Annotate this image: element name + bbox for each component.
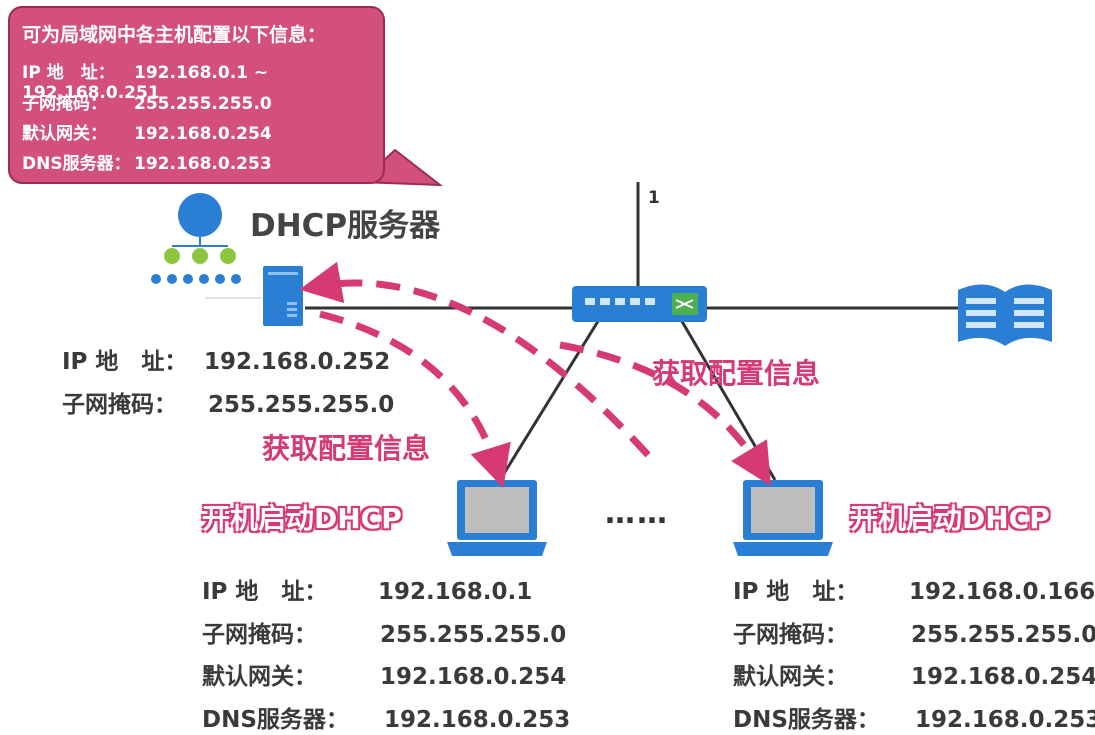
callout-value: 255.255.255.0 <box>134 94 272 114</box>
flow-label-left: 获取配置信息 <box>262 432 431 465</box>
host1-info-row: IP 地 址： 192.168.0.1 <box>202 572 532 606</box>
host2-info-row: DNS服务器： 192.168.0.253 <box>733 700 1095 734</box>
server-ip-value: 192.168.0.252 <box>204 349 391 375</box>
host1-key: 子网掩码： <box>202 622 317 648</box>
host1-boot-label: 开机启动DHCP <box>202 502 402 535</box>
callout-row-gateway: 默认网关： 192.168.0.254 <box>22 119 272 144</box>
server-tower-icon <box>263 266 303 326</box>
link-switch-host1 <box>498 317 602 481</box>
callout-key: IP 地 址： <box>22 63 115 83</box>
laptop-icon-host2 <box>733 480 833 556</box>
host1-info-row: 默认网关： 192.168.0.254 <box>202 657 566 691</box>
host2-value: 192.168.0.166 <box>909 579 1095 605</box>
host2-info-row: IP 地 址： 192.168.0.166 <box>733 572 1095 606</box>
host1-value: 192.168.0.1 <box>378 579 533 605</box>
flow-label-right: 获取配置信息 <box>652 357 821 390</box>
host2-key: DNS服务器： <box>733 707 880 733</box>
more-hosts-ellipsis: …… <box>605 496 669 531</box>
host1-key: IP 地 址： <box>202 579 328 605</box>
server-org-icon <box>151 193 241 284</box>
host2-value: 255.255.255.0 <box>911 622 1095 648</box>
callout-row-ip: IP 地 址：192.168.0.1 ~ 192.168.0.251 <box>22 58 383 103</box>
server-ip-row: IP 地 址： 192.168.0.252 <box>62 342 390 376</box>
host2-value: 192.168.0.253 <box>915 707 1095 733</box>
config-callout: 可为局域网中各主机配置以下信息： IP 地 址：192.168.0.1 ~ 19… <box>8 6 385 184</box>
host2-boot-label: 开机启动DHCP <box>850 502 1050 535</box>
callout-key: 子网掩码： <box>22 94 107 114</box>
callout-value: 192.168.0.254 <box>134 124 272 144</box>
server-mask-value: 255.255.255.0 <box>208 392 395 418</box>
callout-key: 默认网关： <box>22 124 107 144</box>
callout-heading: 可为局域网中各主机配置以下信息： <box>22 24 327 46</box>
host1-value: 192.168.0.254 <box>380 664 567 690</box>
server-title: DHCP服务器 <box>250 208 441 244</box>
callout-row-dns: DNS服务器：192.168.0.253 <box>22 149 272 174</box>
host2-value: 192.168.0.254 <box>911 664 1095 690</box>
host2-info-row: 子网掩码： 255.255.255.0 <box>733 615 1095 649</box>
callout-value: 192.168.0.1 ~ 192.168.0.251 <box>22 63 269 103</box>
host2-info-row: 默认网关： 192.168.0.254 <box>733 657 1095 691</box>
host2-key: 子网掩码： <box>733 622 848 648</box>
host1-value: 192.168.0.253 <box>384 707 571 733</box>
laptop-icon-host1 <box>447 480 547 556</box>
link-switch-host2 <box>678 317 777 481</box>
flow-arrow-server-to-host1 <box>319 310 511 489</box>
host2-key: 默认网关： <box>733 664 848 690</box>
flow-arrow-server-to-host2 <box>559 341 771 486</box>
host1-value: 255.255.255.0 <box>380 622 567 648</box>
switch-icon <box>572 286 707 322</box>
host1-info-row: DNS服务器： 192.168.0.253 <box>202 700 570 734</box>
callout-row-mask: 子网掩码： 255.255.255.0 <box>22 89 272 114</box>
host2-key: IP 地 址： <box>733 579 859 605</box>
server-mask-key: 子网掩码： <box>62 392 177 418</box>
server-mask-row: 子网掩码： 255.255.255.0 <box>62 385 394 419</box>
host1-key: DNS服务器： <box>202 707 349 733</box>
callout-key: DNS服务器： <box>22 154 131 174</box>
server-ip-key: IP 地 址： <box>62 349 188 375</box>
switch-port-label: 1 <box>648 188 660 208</box>
host1-key: 默认网关： <box>202 664 317 690</box>
callout-value: 192.168.0.253 <box>134 154 272 174</box>
flow-arrow-host1-to-server <box>299 261 651 458</box>
book-icon <box>958 284 1052 346</box>
host1-info-row: 子网掩码： 255.255.255.0 <box>202 615 566 649</box>
